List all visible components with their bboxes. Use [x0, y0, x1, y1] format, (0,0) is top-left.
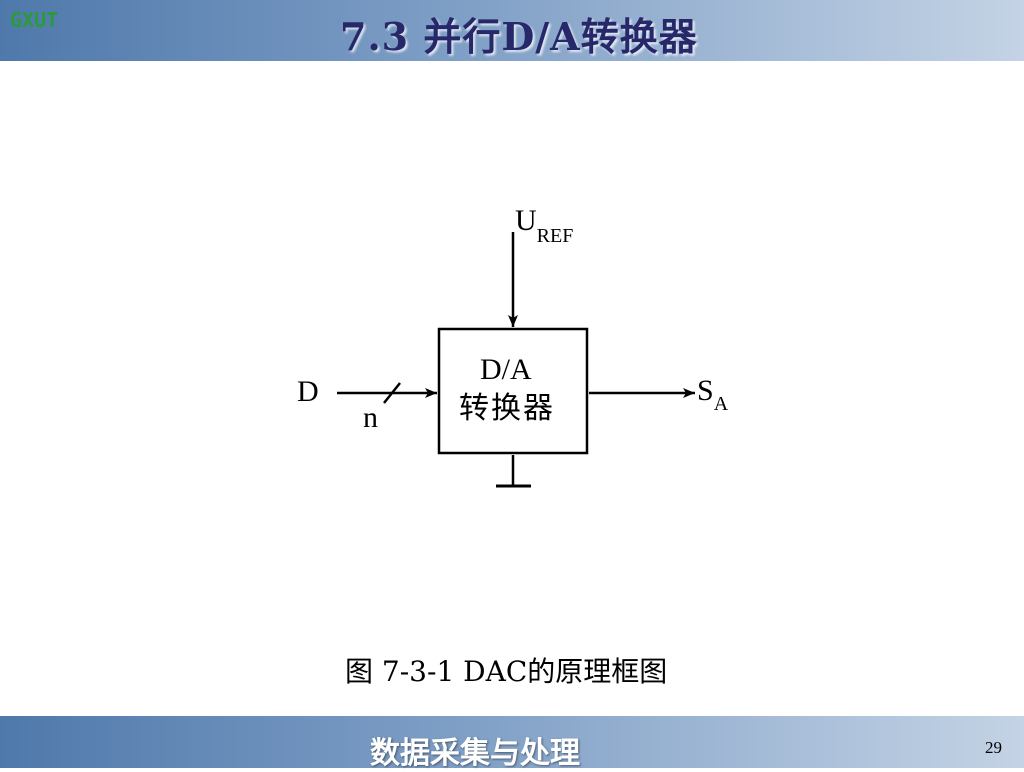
header-bar: [0, 0, 1024, 61]
logo: GXUT: [10, 8, 59, 32]
output-label-sub: A: [713, 393, 729, 415]
input-label: D: [297, 375, 319, 408]
footer-bar: [0, 716, 1024, 768]
block-label-line2: 转换器: [459, 391, 555, 426]
page-number: 29: [985, 738, 1002, 757]
block-label-line1: D/A: [480, 353, 532, 386]
reference-label: UREF: [515, 204, 573, 247]
reference-label-sub: REF: [536, 225, 574, 247]
output-label: SA: [697, 374, 728, 415]
slide-title: 7.3 并行D/A转换器: [340, 14, 698, 59]
figure-caption: 图 7-3-1 DAC的原理框图: [345, 655, 668, 688]
reference-label-main: U: [515, 204, 537, 237]
output-label-main: S: [697, 374, 714, 407]
footer-title: 数据采集与处理: [370, 736, 580, 771]
bus-width-label: n: [363, 401, 378, 434]
dac-block: [437, 327, 589, 455]
bus-slash: [383, 382, 401, 404]
